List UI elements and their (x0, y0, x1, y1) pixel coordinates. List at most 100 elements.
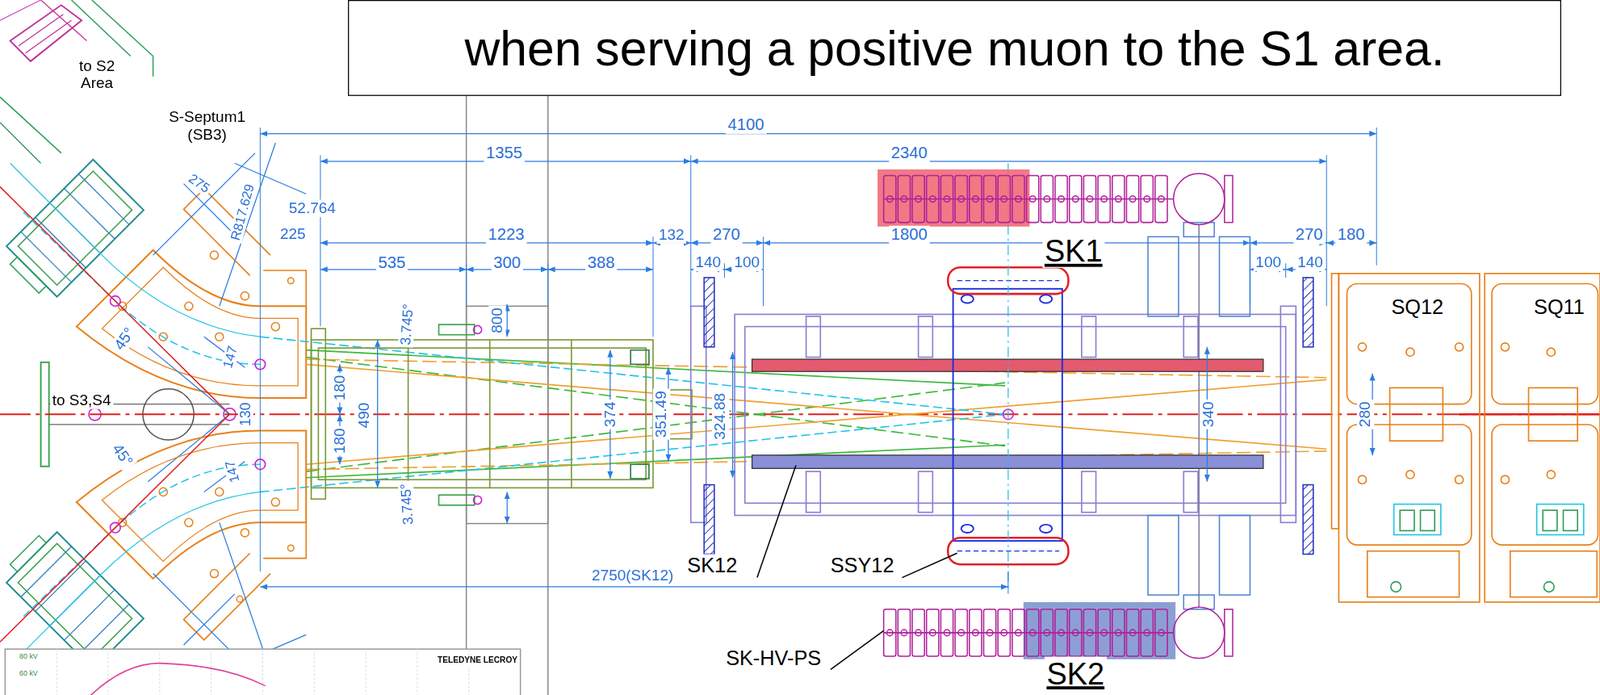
dimension: 270 (711, 226, 743, 244)
power-supply (883, 632, 1174, 634)
quadrupole-magnet (1510, 551, 1597, 598)
power-supply (1224, 609, 1233, 657)
dimension: 2750(SK12) (590, 567, 676, 585)
beam-envelope (305, 364, 1327, 449)
bolt-hole (271, 322, 280, 331)
bolt-hole (215, 332, 224, 341)
magnet-coil (10, 536, 47, 573)
vacuum-chamber (439, 324, 475, 336)
vacuum-chamber (473, 325, 482, 334)
quadrupole-magnet (1331, 273, 1480, 603)
leader-line (757, 465, 796, 579)
quadrupole-magnet (1491, 424, 1598, 545)
scope-grid (365, 649, 367, 695)
ssy12-frame (961, 294, 974, 303)
reference-point (110, 296, 122, 307)
vacuum-chamber (311, 339, 654, 488)
beam-axis (1459, 413, 1600, 416)
vacuum-chamber (473, 495, 482, 504)
vacuum-chamber (570, 339, 573, 488)
quadrupole-magnet (1331, 273, 1340, 529)
dimension-line (259, 127, 261, 572)
scope-grid (107, 649, 109, 695)
quadrupole-magnet (1357, 343, 1366, 352)
feedthrough-column (1147, 222, 1250, 610)
s3-beam-pipe (49, 423, 231, 425)
beam-trajectory (10, 163, 261, 337)
sk2-highlight (1023, 602, 1176, 660)
dimension-line (184, 460, 246, 646)
hatched-flange (1302, 277, 1314, 348)
magnet-name: SQ12 (1388, 296, 1447, 320)
quadrupole-magnet (1546, 347, 1555, 357)
dimension-line (1326, 154, 1328, 306)
dimension-line (465, 263, 467, 306)
scope-grid (56, 649, 58, 695)
dimension: 324.88 (712, 390, 729, 442)
dimension: 147 (220, 342, 242, 372)
dimension: 270 (1293, 226, 1325, 244)
dimension: 1800 (888, 226, 930, 244)
vacuum-chamber (630, 350, 650, 365)
quadrupole-magnet (1347, 283, 1472, 404)
quadrupole-magnet (1542, 510, 1558, 531)
dimension-line (242, 127, 1378, 595)
leader-line (901, 552, 957, 578)
vacuum-chamber (489, 339, 491, 488)
radius: R817.629 (227, 180, 258, 244)
leader-line (830, 630, 884, 670)
kicker-chamber (918, 316, 934, 358)
quadrupole-magnet (1394, 504, 1441, 536)
title-box: when serving a positive muon to the S1 a… (347, 0, 1562, 97)
dimension: 800 (488, 305, 506, 336)
s2-channel (0, 0, 154, 164)
bolt-hole (287, 277, 294, 285)
quadrupole-magnet (1406, 347, 1415, 357)
dimension-line (1007, 571, 1009, 595)
part-name: SSY12 (828, 554, 897, 578)
dimension: 180 (1335, 226, 1367, 244)
quadrupole-magnet (1420, 510, 1436, 531)
quadrupole-magnet (1484, 273, 1600, 603)
brand-logo: TELEDYNE LECROY (435, 657, 520, 666)
power-supply (1173, 607, 1225, 658)
quadrupole-magnet (1484, 273, 1600, 603)
magnet-coil (0, 524, 144, 670)
area-label: to S3,S4 (50, 391, 114, 409)
dimension-line (547, 263, 549, 306)
bolt-hole (209, 569, 218, 578)
scope-grid (468, 649, 470, 695)
quadrupole-magnet (1491, 283, 1598, 404)
dimension-line (506, 304, 508, 337)
quadrupole-magnet (1347, 424, 1472, 545)
oscilloscope-inset (4, 649, 520, 695)
kicker-chamber (745, 326, 1286, 504)
magnet-coil (0, 159, 144, 305)
beam-envelope (259, 336, 1327, 492)
kicker-chamber (1081, 471, 1097, 513)
dimension: 275 (184, 170, 214, 197)
dimension: 388 (585, 253, 617, 272)
magnet-name: S-Septum1 (SB3) (164, 108, 251, 143)
vacuum-chamber (311, 324, 692, 506)
ssy12-frame (1007, 163, 1009, 592)
angle: 45° (107, 439, 137, 472)
dimension: 2340 (888, 144, 930, 163)
quadrupole-magnet (1367, 551, 1460, 598)
quadrupole-magnet (1546, 470, 1555, 479)
s2-channel (18, 0, 88, 54)
vacuum-chamber (318, 347, 646, 480)
quadrupole-magnet (1357, 475, 1366, 484)
dimension-line (724, 263, 725, 278)
beam-axis (0, 414, 230, 642)
angle: 45° (109, 322, 139, 356)
oscilloscope-inset (81, 663, 266, 695)
hatched-flange (703, 277, 715, 348)
dimension-line (376, 339, 378, 488)
dimension: 1223 (485, 226, 527, 244)
quadrupole-magnet (1455, 343, 1464, 352)
magnet-coil (10, 256, 47, 294)
quadrupole-magnet (1455, 475, 1464, 484)
title-text: when serving a positive muon to the S1 a… (464, 20, 1445, 77)
s2-channel (0, 0, 42, 21)
